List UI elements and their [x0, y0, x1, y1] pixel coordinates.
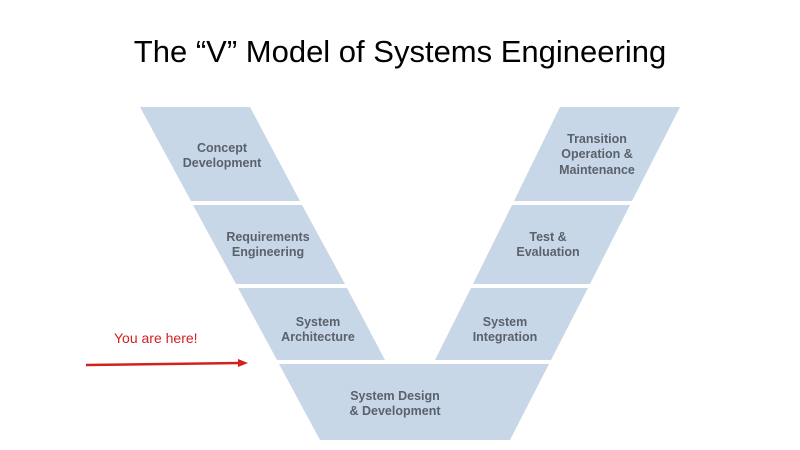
stage-system-architecture: System Architecture [238, 288, 385, 360]
stage-label: Concept [197, 141, 248, 155]
you-are-here-annotation: You are here! [114, 330, 198, 346]
stage-label: Architecture [281, 330, 355, 344]
stage-label: Engineering [232, 245, 304, 259]
stage-requirements-engineering: Requirements Engineering [193, 205, 345, 284]
stage-label: Development [183, 156, 262, 170]
stage-label: Test & [529, 230, 566, 244]
stage-label: System [483, 315, 527, 329]
stage-test-evaluation: Test & Evaluation [473, 205, 630, 284]
stage-system-integration: System Integration [435, 288, 588, 360]
stage-label: Transition [567, 132, 627, 146]
stage-transition-operation-maintenance: Transition Operation & Maintenance [514, 107, 680, 201]
stage-label: Operation & [561, 147, 633, 161]
stage-label: & Development [350, 404, 442, 418]
stage-label: Integration [473, 330, 538, 344]
stage-label: Requirements [226, 230, 309, 244]
stage-label: Maintenance [559, 163, 635, 177]
stage-label: System Design [350, 389, 440, 403]
slide-title: The “V” Model of Systems Engineering [133, 34, 667, 69]
stage-label: Evaluation [516, 245, 579, 259]
stage-label: System [296, 315, 340, 329]
stage-system-design-development: System Design & Development [279, 364, 549, 440]
stage-concept-development: Concept Development [140, 107, 300, 201]
red-arrow-icon [85, 359, 248, 367]
